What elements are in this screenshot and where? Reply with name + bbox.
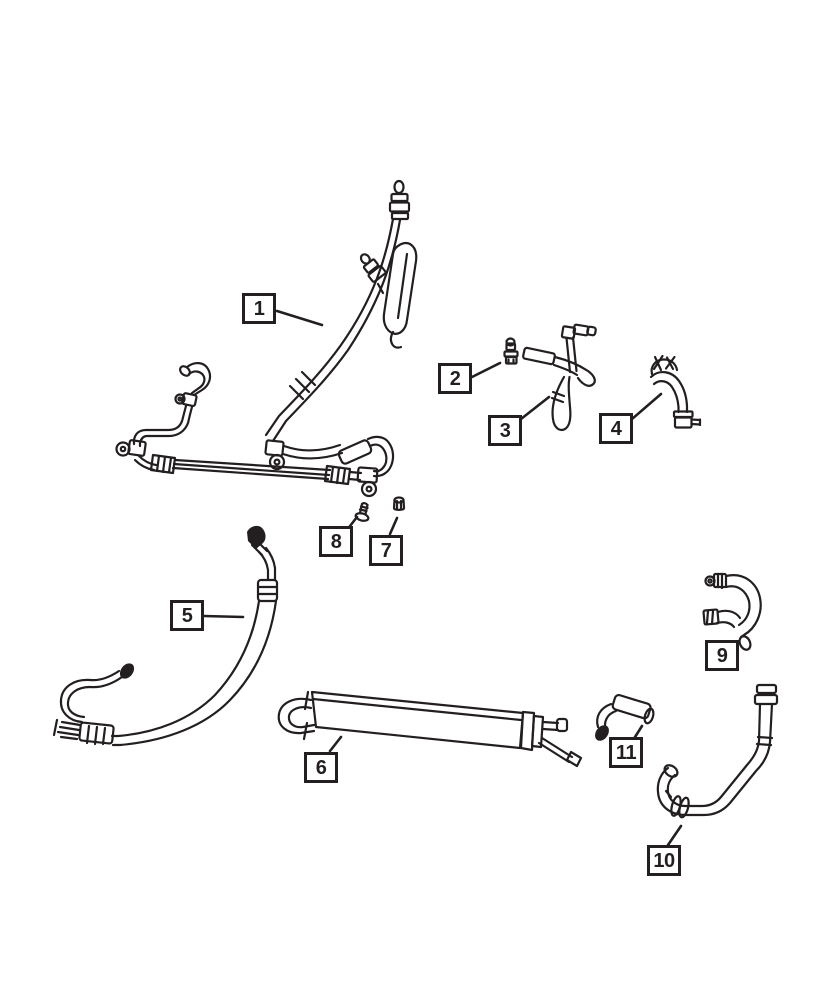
- callout-4[interactable]: 4: [599, 413, 633, 444]
- callout-8-label: 8: [330, 530, 342, 553]
- callout-2-label: 2: [449, 367, 461, 390]
- callout-8[interactable]: 8: [319, 526, 353, 557]
- part-2-fitting-art: [503, 337, 519, 365]
- callout-3[interactable]: 3: [488, 415, 522, 446]
- callout-10[interactable]: 10: [647, 845, 681, 876]
- callout-leader-lines: [202, 309, 683, 847]
- part-5-hose-art: [52, 525, 279, 747]
- callout-11-label: 11: [615, 741, 637, 764]
- callout-9-label: 9: [716, 644, 728, 667]
- part-7-nut-art: [392, 496, 406, 511]
- part-4-tube-art: [649, 354, 702, 429]
- callout-1[interactable]: 1: [242, 293, 276, 324]
- callout-6-label: 6: [315, 756, 327, 779]
- callout-3-label: 3: [499, 419, 511, 442]
- callout-11[interactable]: 11: [609, 737, 643, 768]
- callout-9[interactable]: 9: [705, 640, 739, 671]
- callout-7-label: 7: [380, 539, 392, 562]
- callout-6[interactable]: 6: [304, 752, 338, 783]
- part-6-cooler-art: [277, 690, 583, 768]
- part-3-hose-art: [522, 323, 597, 432]
- callout-10-label: 10: [653, 849, 675, 872]
- part-11-hose-art: [595, 693, 655, 741]
- part-1-pressure-return-hose-art: [115, 179, 418, 498]
- part-8-screw-art: [354, 502, 370, 522]
- callout-4-label: 4: [610, 417, 622, 440]
- part-10-hose-art: [656, 683, 779, 819]
- callout-7[interactable]: 7: [369, 535, 403, 566]
- callout-5[interactable]: 5: [170, 600, 204, 631]
- callout-5-label: 5: [181, 604, 193, 627]
- callout-2[interactable]: 2: [438, 363, 472, 394]
- part-9-hose-art: [702, 572, 762, 651]
- callout-1-label: 1: [253, 297, 265, 320]
